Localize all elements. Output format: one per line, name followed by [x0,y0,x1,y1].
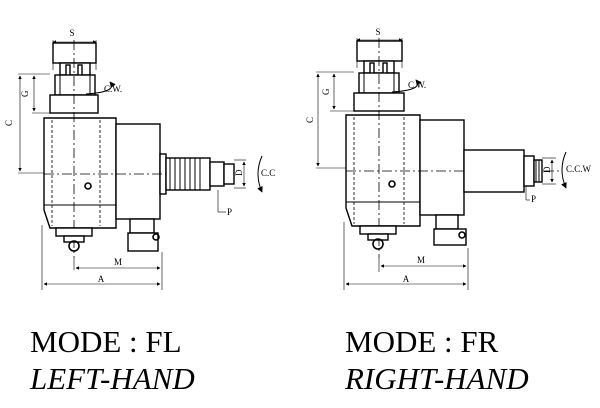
right-mode-caption: MODE : FR [345,324,499,359]
left-collet-nut [52,42,97,64]
right-dim-m: M [417,255,425,265]
left-body [43,117,117,229]
left-label-ccw: C.C [261,168,275,178]
right-output-nose [463,149,525,193]
left-dim-g: G [20,90,30,97]
right-label-cw: C.W. [408,80,426,90]
left-dim-a: A [98,274,105,284]
right-dim-c: C [305,117,315,123]
left-dim-c: C [4,120,14,126]
left-dim-m: M [114,257,122,267]
right-dim-p: P [531,194,536,204]
left-drawing: S X C.W. G C [4,28,275,290]
right-dim-d: D [542,166,552,173]
right-hand-caption: RIGHT-HAND [344,361,529,396]
left-dim-d: D [234,169,244,176]
left-dim-s: S [69,28,74,38]
right-body [345,114,421,227]
left-mode-caption: MODE : FL [30,324,182,359]
left-hand-caption: LEFT-HAND [29,361,195,396]
right-label-ccw: C.C.W [566,164,592,174]
left-output-nose [165,157,211,191]
right-dim-g: G [321,88,331,95]
right-dim-s: S [375,27,380,37]
right-drawing: S X C.W. G C [305,27,592,290]
left-label-cw: C.W. [104,84,122,94]
right-collet-nut [356,40,403,62]
left-dim-p: P [227,207,232,217]
right-dim-a: A [403,274,410,284]
